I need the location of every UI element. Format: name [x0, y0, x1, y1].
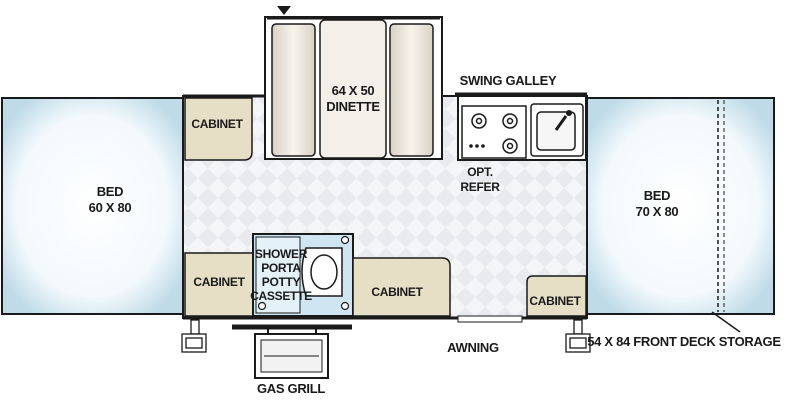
- cabinet-top-left-label: CABINET: [191, 117, 243, 131]
- dinette: 64 X 50 DINETTE: [264, 16, 443, 160]
- cabinet-top-left: CABINET: [184, 97, 253, 161]
- dinette-label-1: 64 X 50: [332, 83, 375, 98]
- front-deck-storage: 54 X 84 FRONT DECK STORAGE: [587, 311, 782, 349]
- stove-burner-icon: [471, 113, 518, 154]
- awning-label: AWNING: [447, 340, 499, 355]
- opt-refer-label-1: OPT.: [467, 165, 492, 179]
- cabinet-bottom-mid-label: CABINET: [371, 285, 423, 299]
- dinette-label-2: DINETTE: [326, 99, 380, 114]
- gas-grill-label: GAS GRILL: [257, 381, 325, 396]
- shower-porta-potty: SHOWER PORTA POTTY CASSETTE: [250, 233, 354, 317]
- bed-right: BED 70 X 80: [586, 97, 775, 315]
- bed-right-label-2: 70 X 80: [636, 204, 679, 219]
- cabinet-bottom-right: CABINET: [526, 275, 587, 317]
- cabinet-bottom-right-label: CABINET: [529, 294, 581, 308]
- bed-left-label-2: 60 X 80: [89, 200, 132, 215]
- dinette-seat-right: [389, 23, 434, 157]
- shower-label-2: PORTA: [261, 261, 301, 275]
- cabinet-bottom-left-label: CABINET: [193, 275, 245, 289]
- toilet-icon: [301, 247, 343, 297]
- cabinet-bottom-left: CABINET: [184, 252, 254, 317]
- entry-arrow-icon: [277, 6, 291, 15]
- shower-label-1: SHOWER: [255, 247, 308, 261]
- entry-door: [457, 315, 523, 323]
- stove-knobs: [469, 144, 485, 148]
- swing-galley: SWING GALLEY OPT. REFER: [457, 73, 587, 194]
- bed-right-label-1: BED: [644, 188, 671, 203]
- shower-label-3: POTTY: [262, 275, 301, 289]
- swing-galley-label: SWING GALLEY: [460, 73, 557, 88]
- dinette-seat-left: [271, 23, 316, 157]
- opt-refer-label-2: REFER: [460, 180, 500, 194]
- gas-grill: GAS GRILL: [232, 324, 352, 396]
- shower-label-4: CASSETTE: [250, 289, 312, 303]
- stove: [461, 105, 527, 159]
- jack-stand-icon: [181, 319, 591, 353]
- bed-left-label-1: BED: [97, 184, 124, 199]
- dinette-table: [319, 19, 387, 159]
- front-deck-label: 54 X 84 FRONT DECK STORAGE: [587, 334, 781, 349]
- cabinet-bottom-mid: CABINET: [352, 257, 451, 317]
- sink-icon: [536, 110, 576, 151]
- bed-left: BED 60 X 80: [1, 97, 184, 315]
